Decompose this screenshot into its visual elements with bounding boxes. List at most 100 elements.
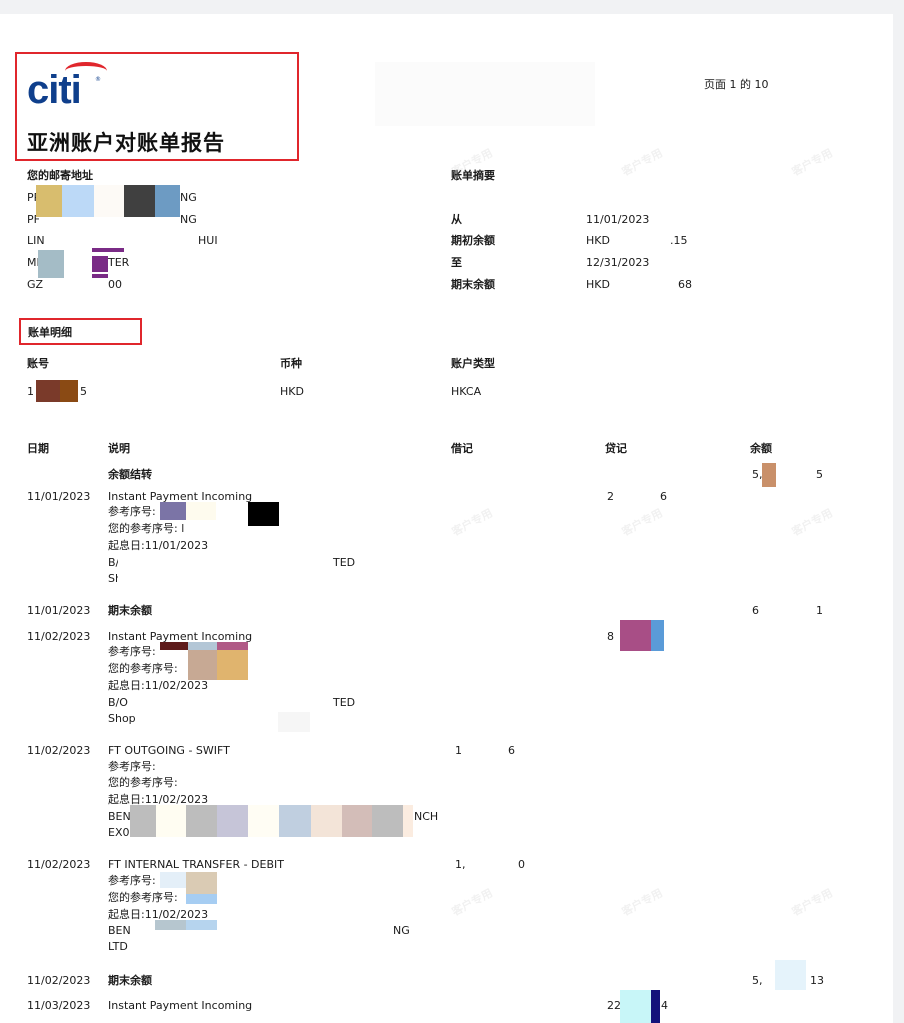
row-detail: NG: [393, 924, 410, 937]
row-ref: 参考序号:: [108, 760, 156, 773]
redaction-block: [651, 990, 660, 1023]
redaction-block: [60, 380, 78, 402]
redaction-block: [160, 502, 186, 520]
summary-label: 从: [451, 213, 462, 226]
summary-currency: HKD: [586, 278, 610, 291]
watermark: 客户专用: [789, 506, 835, 539]
summary-value: 12/31/2023: [586, 256, 650, 269]
summary-label: 至: [451, 256, 462, 269]
watermark: 客户专用: [449, 886, 495, 919]
citi-logo: citi ®: [27, 62, 107, 112]
row-date: 11/02/2023: [27, 630, 91, 643]
redaction-block: [36, 380, 60, 402]
mailing-line: TER: [108, 256, 130, 269]
mailing-line: HUI: [198, 234, 218, 247]
redaction-block: [217, 650, 248, 680]
faint-panel: [375, 62, 595, 126]
row-credit: 4: [661, 999, 668, 1012]
col-header-date: 日期: [27, 442, 49, 455]
viewer-edge: [893, 14, 904, 1023]
row-credit: 6: [660, 490, 667, 503]
row-debit: 1: [455, 744, 462, 757]
mailing-line: NG: [180, 213, 197, 226]
redaction-block: [620, 990, 651, 1023]
row-detail: TED: [333, 556, 356, 569]
redaction-block: [160, 872, 186, 888]
redaction-block: [403, 805, 413, 837]
row-balance: 5,: [752, 974, 763, 987]
report-title: 亚洲账户对账单报告: [27, 131, 225, 155]
currency-label: 币种: [280, 357, 302, 370]
redaction-block: [342, 805, 372, 837]
redaction-block: [36, 185, 62, 217]
row-detail: BEN: [108, 810, 131, 823]
row-description: Instant Payment Incoming: [108, 999, 253, 1012]
row-ref: 参考序号:: [108, 874, 156, 887]
account-no: 5: [80, 385, 87, 398]
row-your-ref: 您的参考序号:: [108, 891, 178, 904]
row-description: 期末余额: [108, 604, 152, 617]
redaction-block: [186, 894, 217, 904]
registered-icon: ®: [95, 76, 101, 83]
row-balance: 6: [752, 604, 759, 617]
redaction-block: [651, 620, 664, 651]
page-indicator: 页面 1 的 10: [704, 78, 769, 91]
redaction-block: [188, 642, 217, 650]
row-date: 11/02/2023: [27, 858, 91, 871]
mailing-heading: 您的邮寄地址: [27, 169, 93, 182]
redaction-block: [130, 805, 156, 837]
row-balance: 13: [810, 974, 824, 987]
summary-value: 68: [678, 278, 692, 291]
redaction-block: [620, 620, 651, 651]
summary-value: 11/01/2023: [586, 213, 650, 226]
row-debit: 0: [518, 858, 525, 871]
redaction-block: [278, 712, 310, 732]
watermark: 客户专用: [789, 886, 835, 919]
account-type-label: 账户类型: [451, 357, 495, 370]
row-your-ref: 您的参考序号: l: [108, 522, 185, 535]
row-detail: BEN: [108, 924, 131, 937]
row-description: Instant Payment Incoming: [108, 490, 253, 503]
redaction-block: [248, 502, 279, 526]
row-value-date: 起息日:11/02/2023: [108, 679, 209, 692]
mailing-line: GZ: [27, 278, 44, 291]
row-description: 期末余额: [108, 974, 152, 987]
redaction-block: [155, 920, 186, 930]
summary-currency: HKD: [586, 234, 610, 247]
row-date: 11/01/2023: [27, 604, 91, 617]
redaction-block: [160, 642, 188, 650]
redaction-block: [279, 805, 311, 837]
redaction-block: [775, 960, 806, 990]
row-description: FT INTERNAL TRANSFER - DEBIT: [108, 858, 284, 871]
watermark: 客户专用: [449, 506, 495, 539]
row-detail: LTD: [108, 940, 128, 953]
col-header-credit: 贷记: [605, 442, 627, 455]
row-detail: B/: [108, 556, 120, 569]
details-heading: 账单明细: [28, 326, 72, 339]
redaction-block: [92, 274, 108, 278]
redaction-block: [38, 250, 64, 278]
citi-arc-icon: [65, 62, 107, 80]
row-ref: 参考序号:: [108, 505, 156, 518]
redaction-block: [94, 185, 124, 217]
redaction-block: [156, 805, 186, 837]
redaction-block: [248, 805, 279, 837]
row-credit: 22: [607, 999, 621, 1012]
redaction-block: [762, 463, 776, 487]
citi-logo-text: citi: [27, 68, 82, 112]
row-detail: B/O: [108, 696, 128, 709]
row-credit: 8: [607, 630, 614, 643]
row-balance: 5: [816, 468, 823, 481]
row-your-ref: 您的参考序号:: [108, 776, 178, 789]
redaction-block: [372, 805, 403, 837]
summary-label: 期初余额: [451, 234, 495, 247]
summary-label: 期末余额: [451, 278, 495, 291]
redaction-block: [186, 872, 217, 894]
row-detail: NCH: [414, 810, 439, 823]
row-debit: 1,: [455, 858, 466, 871]
watermark: 客户专用: [789, 146, 835, 179]
account-no-label: 账号: [27, 357, 49, 370]
redaction-block: [118, 554, 154, 584]
row-description: FT OUTGOING - SWIFT: [108, 744, 230, 757]
redaction-block: [188, 650, 217, 680]
